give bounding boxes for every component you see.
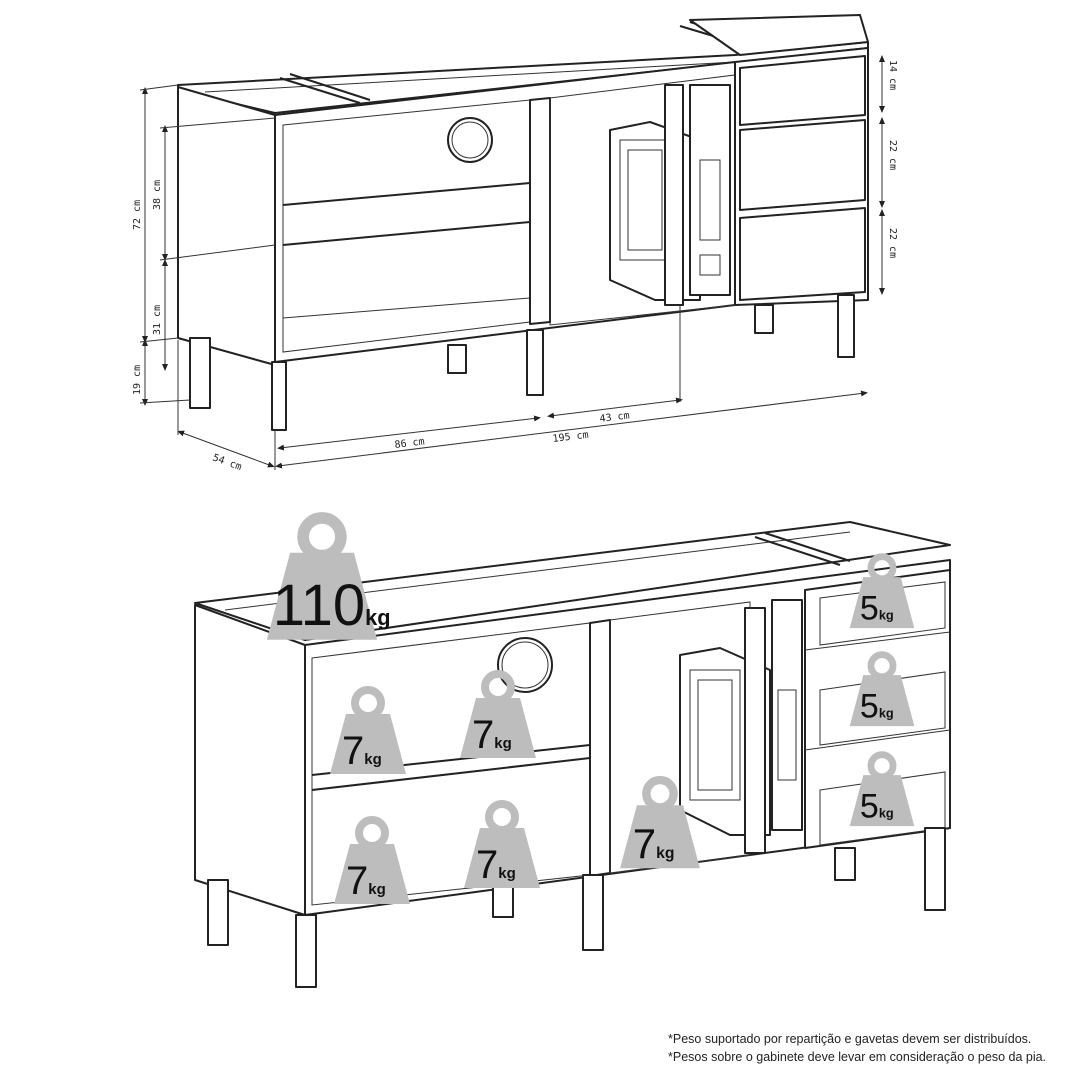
dim-middle-width: 43 cm [599,410,630,425]
drawer-front-1 [739,55,866,126]
dim-leg-height: 19 cm [132,365,143,395]
load-capacity-drawing: 110kg 7kg 7kg 7kg 7kg 7kg 5kg 5kg 5kg [194,512,951,988]
weight-icon-middle-compartment: 7kg [620,775,700,869]
footnote-1: *Peso suportado por repartição e gavetas… [668,1032,1032,1046]
weight-icons: 110kg 7kg 7kg 7kg 7kg 7kg 5kg 5kg 5kg [266,512,915,904]
weight-icon-left-upper-shelf-1: 7kg [330,686,406,774]
dim-drawer-middle: 22 cm [887,140,898,170]
drawer-stack [734,47,869,306]
left-side-panel [177,86,276,366]
drawer-front-3 [739,207,866,301]
weight-unit: kg [368,881,386,898]
legs [207,827,946,988]
dim-drawer-top: 14 cm [887,60,898,90]
weight-unit: kg [498,865,516,882]
dim-lower-opening: 31 cm [152,305,163,335]
dim-upper-opening: 38 cm [152,180,163,210]
drawer-front-2 [739,119,866,211]
weight-unit: kg [365,605,390,630]
pull-out-rack [609,84,731,306]
weight-icon-left-upper-shelf-2: 7kg [460,670,536,758]
dim-total-width: 195 cm [552,430,589,445]
dim-total-height: 72 cm [132,200,143,230]
weight-unit: kg [364,751,382,768]
dimensioned-cabinet-drawing: 72 cm 38 cm 31 cm 19 cm 14 cm 22 cm 22 c… [132,14,898,473]
weight-icon-top: 110kg [266,512,391,640]
weight-icon-drawer-3: 5kg [849,751,915,827]
footnotes: *Peso suportado por repartição e gavetas… [668,1030,1046,1066]
weight-unit: kg [879,706,894,721]
left-side-panel [194,604,306,916]
dim-drawer-bottom: 22 cm [887,228,898,258]
weight-icon-drawer-2: 5kg [849,651,915,727]
dimension-lines [139,55,885,470]
weight-icon-left-lower-shelf-2: 7kg [464,800,540,888]
weight-unit: kg [879,608,894,623]
dim-left-width: 86 cm [394,436,425,451]
cabinet-top-surface [194,521,951,641]
pull-out-rack [679,599,803,854]
weight-unit: kg [494,735,512,752]
footnote-2: *Pesos sobre o gabinete deve levar em co… [668,1050,1047,1064]
dim-depth: 54 cm [211,452,243,473]
weight-icon-drawer-1: 5kg [849,553,915,629]
weight-unit: kg [879,806,894,821]
weight-icon-left-lower-shelf-1: 7kg [334,816,410,904]
weight-unit: kg [656,845,674,862]
